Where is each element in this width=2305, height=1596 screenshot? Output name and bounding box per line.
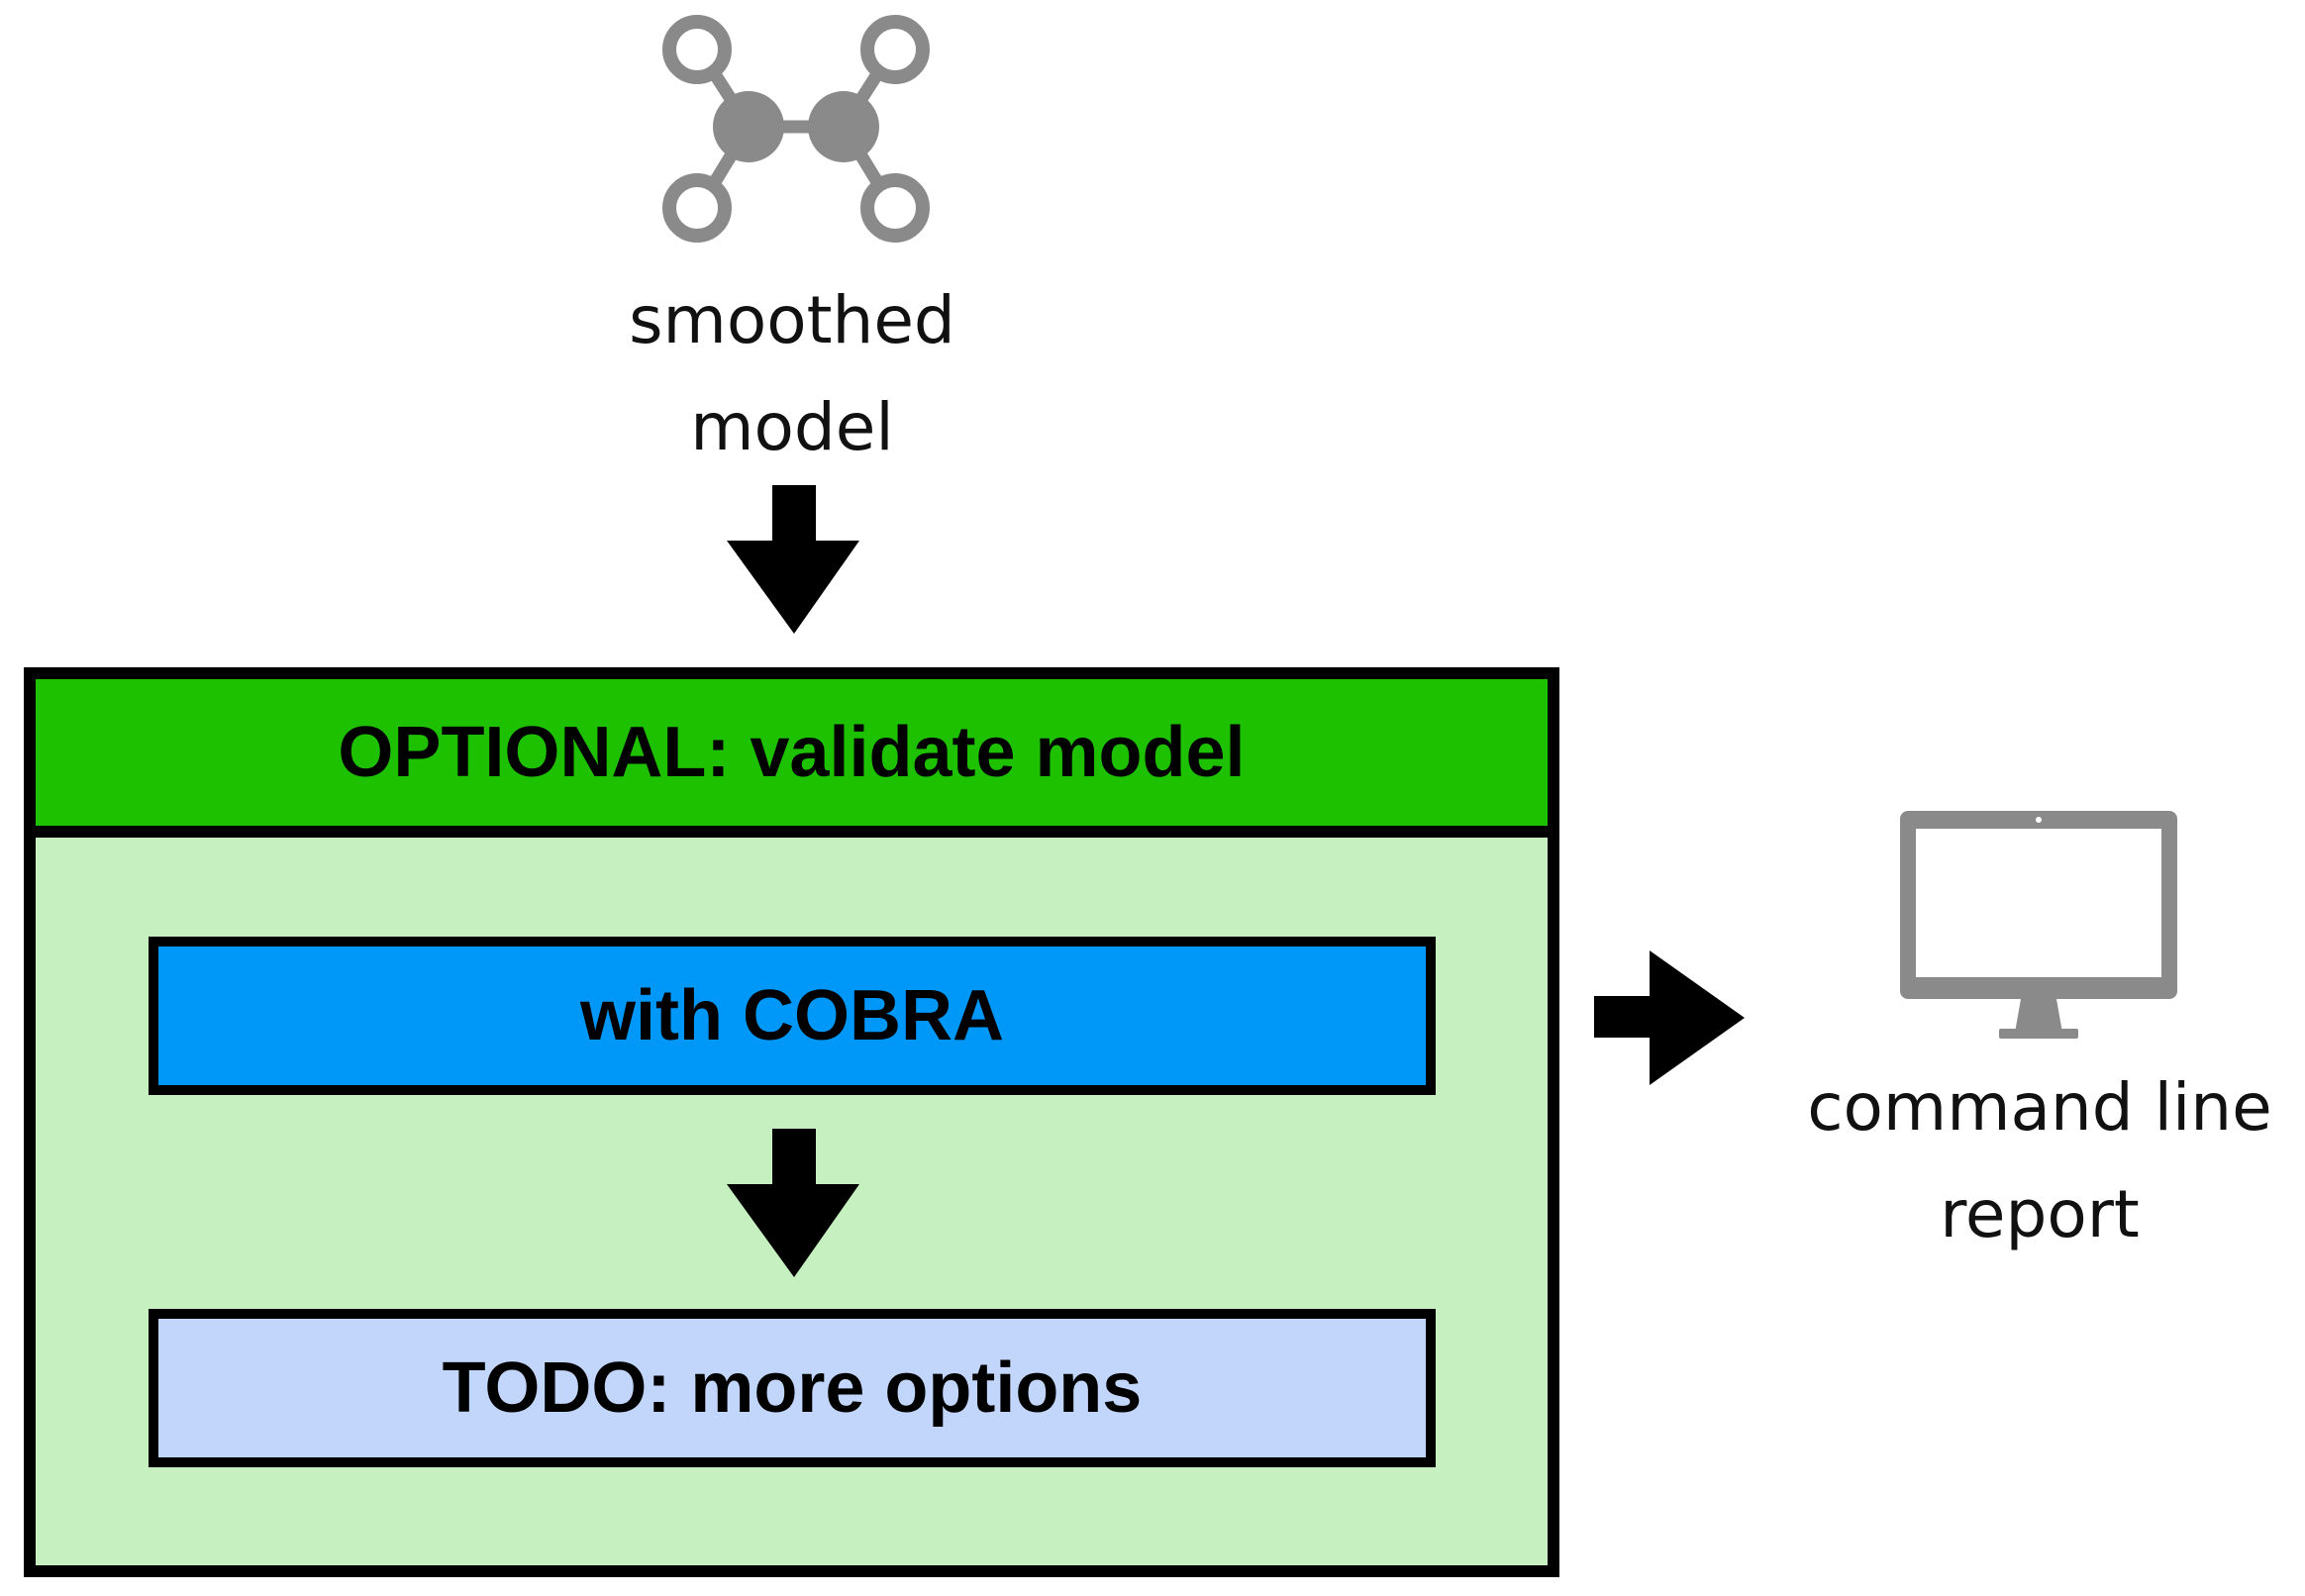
input-label: smoothed model: [554, 267, 1030, 481]
arrow-down-icon: [727, 485, 859, 634]
cobra-step-box: with COBRA: [149, 937, 1436, 1095]
input-label-line2: model: [690, 389, 894, 465]
output-label-line2: report: [1940, 1176, 2140, 1252]
molecule-icon: [662, 15, 930, 243]
output-label-line1: command line: [1807, 1069, 2272, 1146]
input-label-line1: smoothed: [629, 282, 955, 358]
output-label: command line report: [1782, 1054, 2297, 1268]
arrow-down-icon: [727, 1129, 859, 1277]
arrow-right-icon: [1594, 950, 1745, 1085]
validate-model-title: OPTIONAL: validate model: [36, 679, 1548, 838]
cobra-step-label: with COBRA: [580, 976, 1004, 1055]
todo-step-box: TODO: more options: [149, 1309, 1436, 1467]
monitor-icon: [1900, 811, 2177, 1039]
todo-step-label: TODO: more options: [442, 1348, 1143, 1428]
